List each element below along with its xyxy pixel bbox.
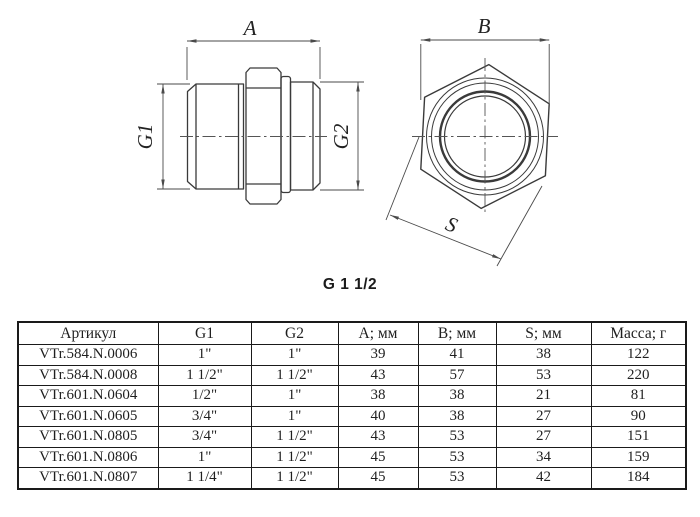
table-cell: 38 xyxy=(337,385,419,407)
table-cell: 1 1/2" xyxy=(157,364,252,386)
table-cell: 40 xyxy=(337,405,419,427)
table-cell: 122 xyxy=(590,344,687,366)
table-cell: 3/4" xyxy=(157,426,252,448)
dimension-b xyxy=(420,38,550,106)
table-cell: 220 xyxy=(590,364,687,386)
table-cell: 1 1/2" xyxy=(250,426,339,448)
table-cell: 53 xyxy=(417,426,497,448)
dim-label-s: S xyxy=(442,211,461,237)
table-cell: 1" xyxy=(250,385,339,407)
dimension-g1 xyxy=(157,83,190,190)
table-cell: 45 xyxy=(337,467,419,489)
table-cell: 90 xyxy=(590,405,687,427)
table-cell: 1" xyxy=(250,405,339,427)
collar xyxy=(280,75,292,194)
right-thread-section xyxy=(289,81,321,191)
table-cell: 1 1/2" xyxy=(250,467,339,489)
table-cell: 43 xyxy=(337,364,419,386)
arrowhead xyxy=(539,38,550,42)
table-cell: 3/4" xyxy=(157,405,252,427)
arrowhead xyxy=(187,39,197,43)
table-cell: 53 xyxy=(495,364,592,386)
table-cell: 1 1/4" xyxy=(157,467,252,489)
table-cell: 42 xyxy=(495,467,592,489)
table-header-cell-1: G1 xyxy=(157,321,252,345)
table-cell: 38 xyxy=(417,405,497,427)
table-cell: 1" xyxy=(157,446,252,468)
table-cell: 81 xyxy=(590,385,687,407)
arrowhead xyxy=(161,179,165,189)
end-view-drawing: B S xyxy=(385,14,558,267)
table-cell: VTr.601.N.0805 xyxy=(17,426,159,448)
table-cell: 27 xyxy=(495,426,592,448)
table-header-cell-5: S; мм xyxy=(495,321,592,345)
technical-drawing: A G1 G2 xyxy=(133,14,558,267)
table-cell: 53 xyxy=(417,467,497,489)
table-header-cell-3: A; мм xyxy=(337,321,419,345)
dim-label-g2: G2 xyxy=(329,123,353,149)
table-cell: 38 xyxy=(417,385,497,407)
ext-line xyxy=(496,185,543,267)
table-cell: VTr.584.N.0008 xyxy=(17,364,159,386)
table-cell: 1 1/2" xyxy=(250,446,339,468)
dim-label-b: B xyxy=(478,14,491,38)
table-cell: 159 xyxy=(590,446,687,468)
table-cell: VTr.601.N.0604 xyxy=(17,385,159,407)
arrowhead xyxy=(161,84,165,94)
hex-section xyxy=(245,67,282,205)
table-header-cell-6: Масса; г xyxy=(590,321,687,345)
arrowhead xyxy=(390,215,399,220)
table-cell: 45 xyxy=(337,446,419,468)
table-cell: 34 xyxy=(495,446,592,468)
end-view-centerlines xyxy=(412,58,558,215)
table-cell: 38 xyxy=(495,344,592,366)
table-cell: VTr.601.N.0806 xyxy=(17,446,159,468)
table-cell: 21 xyxy=(495,385,592,407)
arrowhead xyxy=(310,39,320,43)
table-cell: 43 xyxy=(337,426,419,448)
dim-line xyxy=(389,214,502,260)
arrowhead xyxy=(492,254,501,259)
table-cell: 1" xyxy=(157,344,252,366)
table-cell: 57 xyxy=(417,364,497,386)
ext-line xyxy=(385,136,420,221)
dim-label-a: A xyxy=(242,16,257,40)
thread-size-label: G 1 1/2 xyxy=(322,276,378,293)
table-header-cell-2: G2 xyxy=(250,321,339,345)
arrowhead xyxy=(356,82,360,92)
dimension-g2 xyxy=(320,81,364,191)
table-cell: 1 1/2" xyxy=(250,364,339,386)
table-cell: 53 xyxy=(417,446,497,468)
table-cell: VTr.601.N.0807 xyxy=(17,467,159,489)
dim-label-g1: G1 xyxy=(133,124,157,150)
table-cell: 151 xyxy=(590,426,687,448)
table-cell: 39 xyxy=(337,344,419,366)
table-cell: 1" xyxy=(250,344,339,366)
table-cell: VTr.584.N.0006 xyxy=(17,344,159,366)
dimension-s xyxy=(385,136,543,267)
dimension-a xyxy=(186,39,321,80)
table-cell: 27 xyxy=(495,405,592,427)
table-cell: VTr.601.N.0605 xyxy=(17,405,159,427)
table-cell: 1/2" xyxy=(157,385,252,407)
table-cell: 41 xyxy=(417,344,497,366)
table-cell: 184 xyxy=(590,467,687,489)
arrowhead xyxy=(420,38,431,42)
arrowhead xyxy=(356,180,360,190)
table-header-cell-0: Артикул xyxy=(17,321,159,345)
side-view-drawing: A G1 G2 xyxy=(133,16,364,205)
side-view-body xyxy=(186,67,321,205)
table-header-cell-4: B; мм xyxy=(417,321,497,345)
